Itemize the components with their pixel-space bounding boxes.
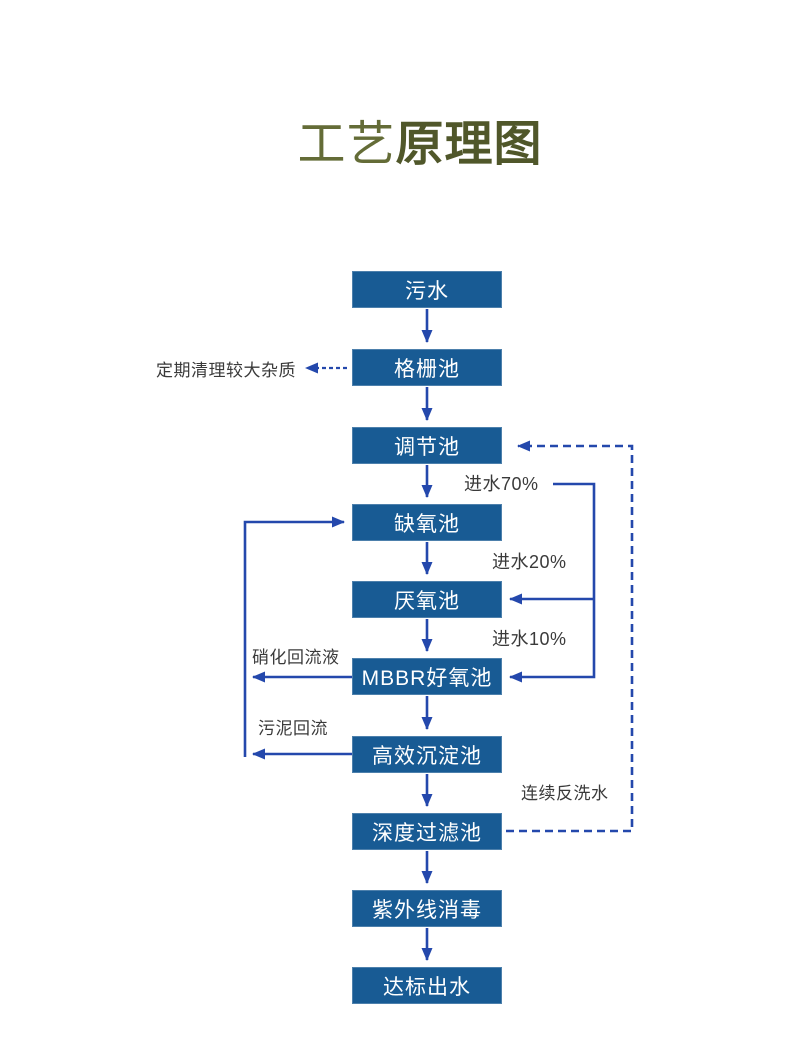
page-title-bold-part: 原理图 [395,118,543,171]
label-sludge-return: 污泥回流 [258,719,328,738]
flow-node-anoxic-tank: 缺氧池 [352,504,502,541]
label-backwash: 连续反洗水 [521,784,609,803]
flow-node-sewage: 污水 [352,271,502,308]
flow-node-grid-tank: 格栅池 [352,349,502,386]
page-title-light-part: 工艺 [297,118,396,171]
line-backwash-return [506,440,634,833]
line-return-to-anoxic [243,516,345,757]
label-debris-removal: 定期清理较大杂质 [156,361,296,380]
flow-node-anaerobic-tank: 厌氧池 [352,581,502,618]
dashed-lines [305,362,634,833]
flow-node-effluent: 达标出水 [352,967,502,1004]
recirculation-lines [243,516,352,760]
label-inflow-10: 进水10% [492,629,567,649]
flow-node-uv-disinfection: 紫外线消毒 [352,890,502,927]
flow-node-deep-filtration-tank: 深度过滤池 [352,813,502,850]
flow-node-sedimentation-tank: 高效沉淀池 [352,736,502,773]
label-inflow-70: 进水70% [464,474,539,494]
inflow-split-lines [509,482,596,683]
page-title: 工艺原理图 [40,119,800,171]
flow-node-regulating-tank: 调节池 [352,427,502,464]
flow-node-mbbr-aerobic-tank: MBBR好氧池 [352,658,502,695]
label-nitrified-return: 硝化回流液 [252,648,340,667]
label-inflow-20: 进水20% [492,552,567,572]
line-inflow-to-mbbr [509,482,596,683]
